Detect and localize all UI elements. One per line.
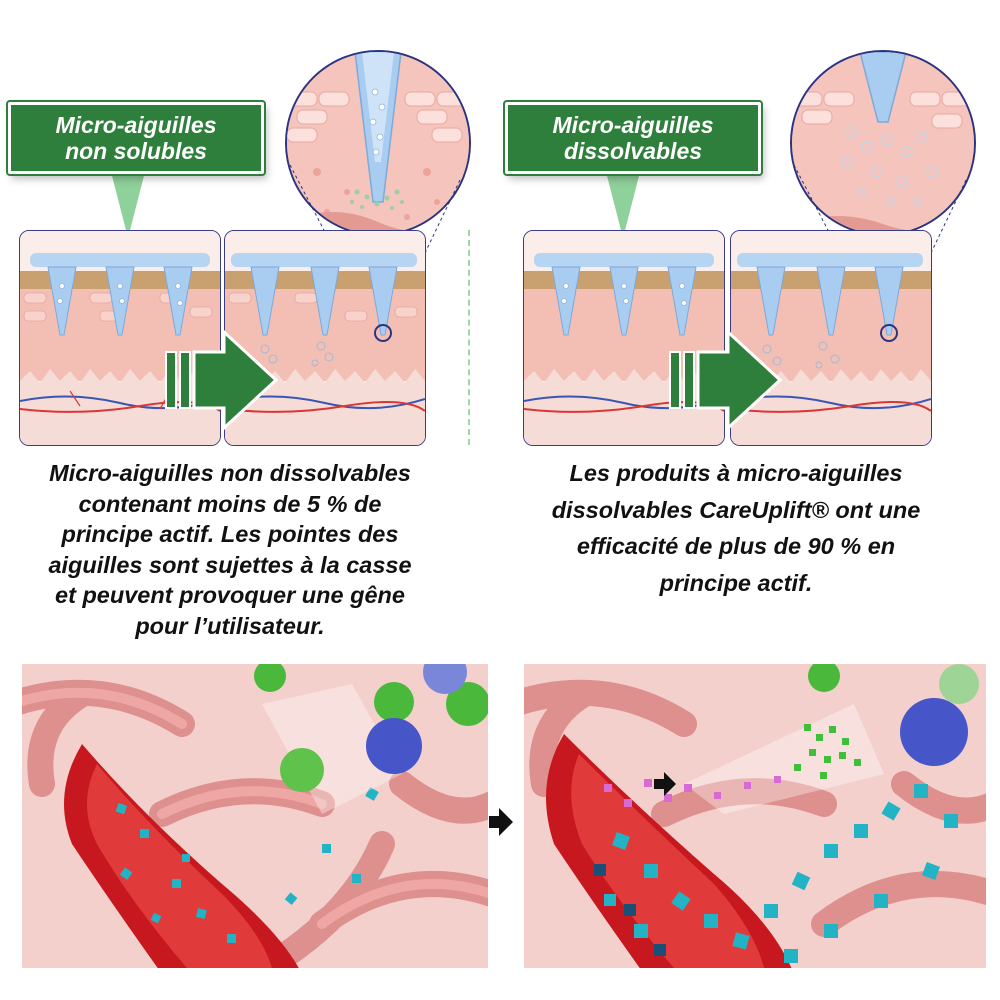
skin-after: [730, 230, 932, 446]
desc-line: et peuvent provoquer une gêne: [55, 582, 405, 608]
vessel-image-after: [524, 664, 986, 968]
zoom-circle: [790, 50, 976, 236]
right-description: Les produits à micro-aiguilles dissolvab…: [505, 458, 967, 598]
desc-line: efficacité de plus de 90 % en: [576, 533, 896, 559]
desc-line: principe actif. Les pointes des: [61, 521, 399, 547]
zoom-illustration: [287, 52, 469, 234]
desc-line: aiguilles sont sujettes à la casse: [48, 551, 412, 578]
vessel-image-before: [22, 664, 488, 968]
desc-line: contenant moins de 5 % de: [78, 490, 382, 517]
right-panel: Micro-aiguilles dissolvables: [500, 0, 1000, 650]
skin-after-illustration: [731, 231, 931, 445]
desc-line: pour l’utilisateur.: [135, 612, 325, 639]
label-line-1: Micro-aiguilles: [55, 112, 217, 138]
skin-after: [224, 230, 426, 446]
left-description: Micro-aiguilles non dissolvables contena…: [0, 458, 460, 641]
arrow-right-icon: [654, 772, 676, 796]
dot-cluster-icon: [794, 724, 861, 779]
desc-line: dissolvables CareUplift® ont une: [551, 496, 921, 523]
label-pointer: [110, 168, 146, 238]
arrow-right-icon: [669, 330, 783, 430]
arrow-right-icon: [165, 330, 279, 430]
label-line-2: dissolvables: [563, 138, 703, 164]
panel-divider: [468, 230, 470, 445]
blood-vessel-illustration: [22, 664, 488, 968]
desc-line: Micro-aiguilles non dissolvables: [49, 460, 411, 486]
zoom-illustration: [792, 52, 974, 234]
left-panel: Micro-aiguilles non solubles: [0, 0, 500, 650]
label-non-soluble: Micro-aiguilles non solubles: [8, 102, 264, 174]
arrow-right-icon: [489, 808, 513, 836]
desc-line: principe actif.: [659, 569, 813, 596]
zoom-circle: [285, 50, 471, 236]
blood-vessel-illustration: [524, 664, 986, 968]
label-pointer: [605, 168, 641, 238]
skin-after-illustration: [225, 231, 425, 445]
label-line-2: non solubles: [65, 138, 207, 164]
desc-line: Les produits à micro-aiguilles: [569, 460, 903, 486]
label-dissolvable: Micro-aiguilles dissolvables: [505, 102, 761, 174]
skin-before-illustration: [20, 231, 220, 445]
label-line-1: Micro-aiguilles: [552, 112, 714, 138]
skin-before: [19, 230, 221, 446]
